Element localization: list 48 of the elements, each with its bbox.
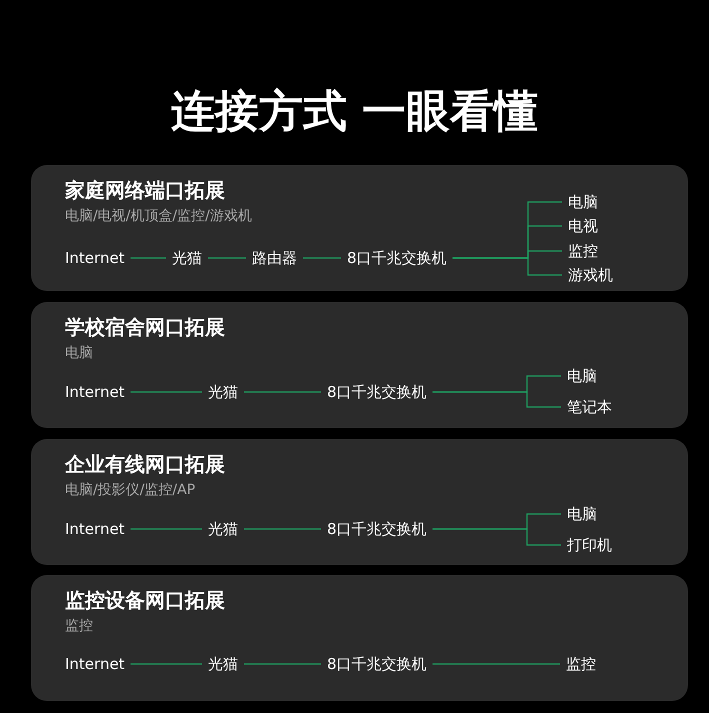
connector-line xyxy=(208,257,246,259)
panel-heading: 监控设备网口拓展 xyxy=(65,587,225,614)
panel-heading: 企业有线网口拓展 xyxy=(65,451,225,478)
device-list: 电脑/电视/机顶盒/监控/游戏机 xyxy=(65,207,252,225)
device-label: 游戏机 xyxy=(562,265,619,285)
device-label: 光猫 xyxy=(202,654,244,674)
connector-line xyxy=(244,391,321,393)
device-label: 8口千兆交换机 xyxy=(321,654,433,674)
device-label: 笔记本 xyxy=(561,397,618,417)
connector-line xyxy=(303,257,341,259)
device-label: 8口千兆交换机 xyxy=(321,519,433,539)
scenario-panel xyxy=(31,575,688,701)
device-list: 电脑 xyxy=(65,344,93,362)
device-list: 电脑/投影仪/监控/AP xyxy=(65,481,196,499)
device-label: 监控 xyxy=(562,241,604,261)
device-label: Internet xyxy=(59,654,131,674)
panel-heading: 学校宿舍网口拓展 xyxy=(65,314,225,341)
device-label: 电脑 xyxy=(562,192,604,212)
page-title: 连接方式 一眼看懂 xyxy=(170,85,540,139)
device-list: 监控 xyxy=(65,617,93,635)
connector-line xyxy=(432,391,561,408)
device-label: Internet xyxy=(59,382,131,402)
connector-line xyxy=(244,528,321,530)
device-label: 8口千兆交换机 xyxy=(341,248,453,268)
connector-line xyxy=(130,391,202,393)
panel-heading: 家庭网络端口拓展 xyxy=(65,177,225,204)
device-label: 光猫 xyxy=(202,519,244,539)
connector-line xyxy=(452,257,562,276)
device-label: 8口千兆交换机 xyxy=(321,382,433,402)
scenario-panel xyxy=(31,165,688,291)
connector-line xyxy=(432,663,560,665)
device-label: 打印机 xyxy=(561,535,618,555)
device-label: 光猫 xyxy=(166,248,208,268)
connector-line xyxy=(130,257,166,259)
device-label: 监控 xyxy=(560,654,602,674)
device-label: 电脑 xyxy=(561,504,603,524)
connector-line xyxy=(432,528,561,546)
device-label: 电视 xyxy=(562,216,604,236)
device-label: Internet xyxy=(59,248,131,268)
device-label: 光猫 xyxy=(202,382,244,402)
device-label: 电脑 xyxy=(561,366,603,386)
device-label: 路由器 xyxy=(246,248,303,268)
connector-line xyxy=(244,663,321,665)
connector-line xyxy=(130,663,202,665)
scenario-panel xyxy=(31,302,688,428)
connector-line xyxy=(130,528,202,530)
scenario-panel xyxy=(31,439,688,565)
device-label: Internet xyxy=(59,519,131,539)
